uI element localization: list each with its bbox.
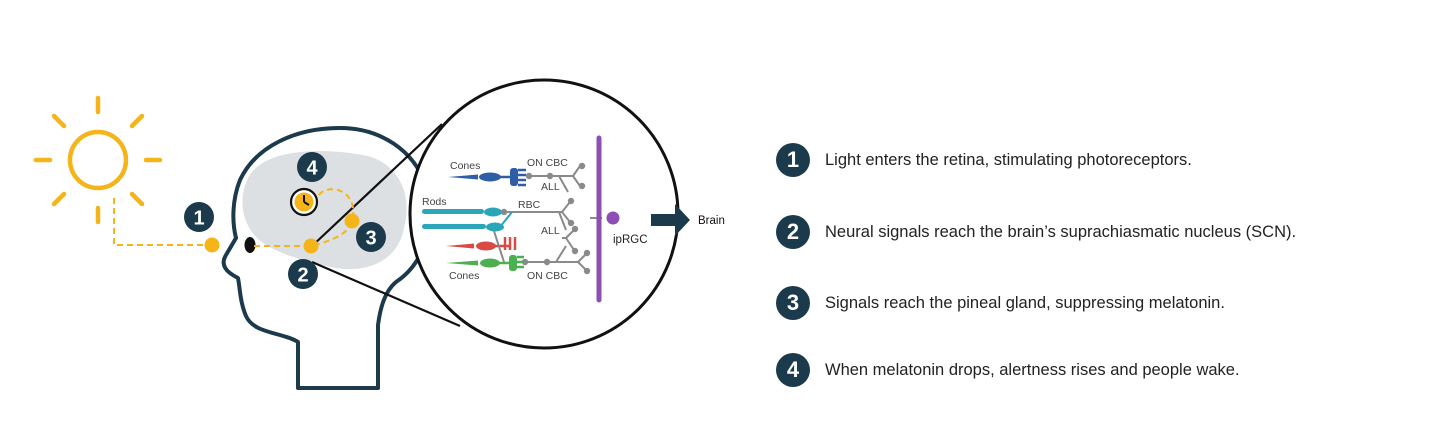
eye bbox=[244, 237, 256, 253]
head-silhouette-icon bbox=[221, 126, 432, 390]
step-4-text: When melatonin drops, alertness rises an… bbox=[825, 360, 1240, 379]
label-rods: Rods bbox=[422, 196, 447, 208]
iprgc-soma bbox=[606, 211, 620, 225]
sun-icon bbox=[33, 95, 163, 225]
label-cones-top: Cones bbox=[450, 160, 480, 172]
label-all-bottom: ALL bbox=[541, 225, 560, 237]
zoom-line-bottom bbox=[311, 260, 461, 328]
step-1-text: Light enters the retina, stimulating pho… bbox=[825, 150, 1192, 169]
label-cones-bottom: Cones bbox=[449, 270, 479, 282]
label-on-cbc-bottom: ON CBC bbox=[527, 270, 568, 282]
pineal-node bbox=[344, 213, 360, 229]
step-2-text: Neural signals reach the brain’s suprach… bbox=[825, 222, 1297, 241]
cone-red bbox=[446, 237, 517, 251]
step-3-number-badge: 3 bbox=[776, 286, 810, 320]
cone-blue bbox=[448, 168, 526, 187]
steps-list: 1 Light enters the retina, stimulating p… bbox=[776, 0, 1426, 440]
marker-1: 1 bbox=[184, 202, 214, 232]
label-on-cbc-top: ON CBC bbox=[527, 157, 568, 169]
step-2-number-badge: 2 bbox=[776, 215, 810, 249]
circadian-light-diagram: 1 2 3 4 bbox=[33, 78, 725, 390]
zoom-line-top bbox=[311, 123, 443, 247]
step-1-number-badge: 1 bbox=[776, 143, 810, 177]
cone-green bbox=[446, 255, 524, 271]
scn-node bbox=[303, 238, 319, 254]
brain-label: Brain bbox=[698, 215, 725, 227]
step-3-text: Signals reach the pineal gland, suppress… bbox=[825, 293, 1225, 312]
marker-2-label: 2 bbox=[297, 265, 308, 287]
label-iprgc: ipRGC bbox=[613, 234, 648, 246]
step-2: 2 Neural signals reach the brain’s supra… bbox=[776, 212, 1296, 252]
marker-3-label: 3 bbox=[365, 228, 376, 250]
clock-icon bbox=[289, 187, 319, 217]
circuit-nodes bbox=[500, 162, 591, 275]
rod-connector bbox=[493, 230, 505, 263]
eye-node bbox=[204, 237, 220, 253]
marker-1-label: 1 bbox=[193, 208, 204, 230]
light-path bbox=[113, 198, 212, 246]
signal-path bbox=[254, 188, 355, 247]
label-all-top: ALL bbox=[541, 181, 560, 193]
step-3: 3 Signals reach the pineal gland, suppre… bbox=[776, 283, 1225, 323]
step-4-number-badge: 4 bbox=[776, 353, 810, 387]
retina-circuit: Cones ON CBC ALL Rods RBC ALL Cones ON C… bbox=[408, 78, 680, 350]
marker-3: 3 bbox=[356, 222, 386, 252]
marker-4: 4 bbox=[297, 152, 327, 182]
marker-4-label: 4 bbox=[306, 158, 318, 180]
arrow-right-icon bbox=[651, 204, 690, 236]
step-4: 4 When melatonin drops, alertness rises … bbox=[776, 350, 1240, 390]
rod-cells bbox=[422, 207, 513, 232]
marker-2: 2 bbox=[288, 259, 318, 289]
label-rbc: RBC bbox=[518, 199, 541, 211]
bipolar-circuit bbox=[504, 165, 602, 271]
step-1: 1 Light enters the retina, stimulating p… bbox=[776, 140, 1192, 180]
